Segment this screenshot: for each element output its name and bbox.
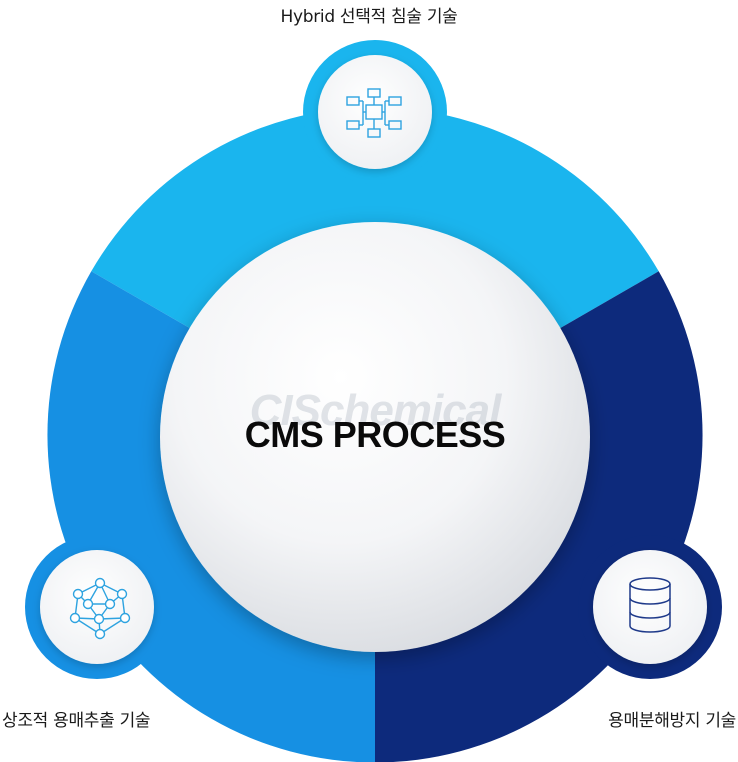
watermark-logo: CISchemical <box>249 386 502 435</box>
center-circle <box>160 222 590 652</box>
label-solvent-decomposition: 용매분해방지 기술 <box>608 711 736 731</box>
center-title: CMS PROCESS <box>244 414 506 455</box>
label-hybrid-technique: Hybrid 선택적 침술 기술 <box>280 7 458 27</box>
right-icon-circle <box>593 550 707 664</box>
database-icon <box>629 577 671 633</box>
molecule-network-icon <box>69 577 131 640</box>
hierarchy-network-icon <box>346 88 402 138</box>
label-solvent-extraction: 상조적 용매추출 기술 <box>2 711 151 731</box>
left-icon-circle <box>40 550 154 664</box>
top-icon-circle <box>318 55 432 169</box>
